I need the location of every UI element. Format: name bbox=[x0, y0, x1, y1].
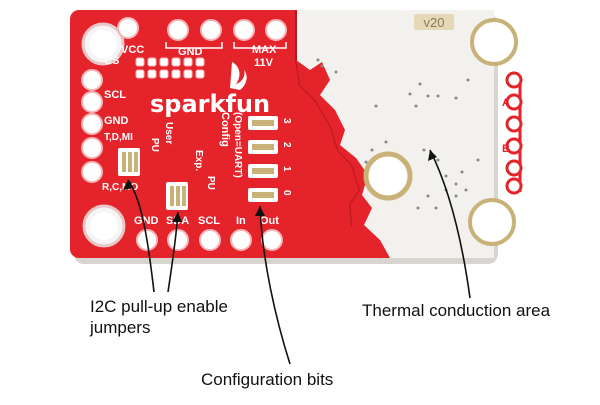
label-out: Out bbox=[260, 215, 279, 227]
max-bracket bbox=[233, 42, 287, 49]
pin-label-a: A bbox=[502, 97, 510, 109]
label-bit0: 0 bbox=[281, 190, 292, 196]
label-user: User bbox=[163, 122, 174, 144]
label-pu-exp: PU bbox=[205, 176, 216, 190]
label-tdmi: T,D,MI bbox=[104, 132, 133, 143]
pointer-config-bits bbox=[259, 205, 291, 365]
small-header-grid bbox=[135, 57, 205, 79]
label-gnd-bottom: GND bbox=[134, 215, 159, 227]
sensor-ring bbox=[363, 151, 413, 201]
label-in: In bbox=[236, 215, 246, 227]
config-bits-jumpers bbox=[248, 116, 278, 202]
callout-i2c-pullup: I2C pull-up enable jumpers bbox=[90, 297, 228, 337]
label-pu: PU bbox=[149, 138, 160, 152]
label-exp: Exp. bbox=[193, 150, 204, 171]
label-bit1: 1 bbox=[281, 166, 292, 172]
pin-label-b: B bbox=[502, 143, 510, 155]
thermal-vias bbox=[316, 58, 480, 210]
label-vcc: VCC bbox=[121, 44, 144, 56]
gnd-bracket bbox=[165, 42, 223, 49]
mounting-hole-top-right bbox=[470, 18, 518, 66]
label-max-voltage: 11V bbox=[254, 57, 274, 69]
mounting-hole-top-left bbox=[81, 22, 125, 66]
label-scl-left: SCL bbox=[104, 89, 126, 101]
left-header-pads bbox=[81, 69, 103, 183]
callout-arrowheads bbox=[123, 150, 437, 222]
label-bit3: 3 bbox=[281, 118, 292, 124]
mounting-hole-bottom-right bbox=[468, 198, 516, 246]
label-rcmo: R,C,MO bbox=[102, 182, 138, 193]
label-gnd-left: GND bbox=[104, 115, 129, 127]
label-gnd-top: GND bbox=[178, 46, 203, 58]
right-header bbox=[505, 71, 523, 195]
copper-pour bbox=[296, 60, 390, 258]
label-open-uart: (Open=UART) bbox=[232, 112, 243, 178]
mounting-hole-bottom-left bbox=[82, 204, 126, 248]
callout-config-bits: Configuration bits bbox=[201, 370, 334, 389]
top-header-pads bbox=[117, 17, 287, 41]
sparkfun-logo: sparkfun bbox=[150, 90, 270, 118]
sparkfun-flame-icon bbox=[230, 62, 247, 90]
label-scl-bottom: SCL bbox=[198, 215, 220, 227]
label-max: MAX bbox=[252, 44, 277, 56]
label-bit2: 2 bbox=[281, 142, 292, 148]
label-config: Config bbox=[219, 112, 231, 147]
callout-thermal-area: Thermal conduction area bbox=[362, 301, 551, 320]
thermal-conduction-area bbox=[296, 10, 494, 258]
revision-tab bbox=[414, 14, 454, 30]
label-cs: CS bbox=[104, 55, 119, 67]
pointer-thermal bbox=[429, 149, 471, 299]
i2c-pullup-jumper-exp bbox=[166, 182, 188, 210]
i2c-pullup-jumper-user bbox=[118, 148, 140, 176]
revision-label: v20 bbox=[424, 15, 445, 30]
